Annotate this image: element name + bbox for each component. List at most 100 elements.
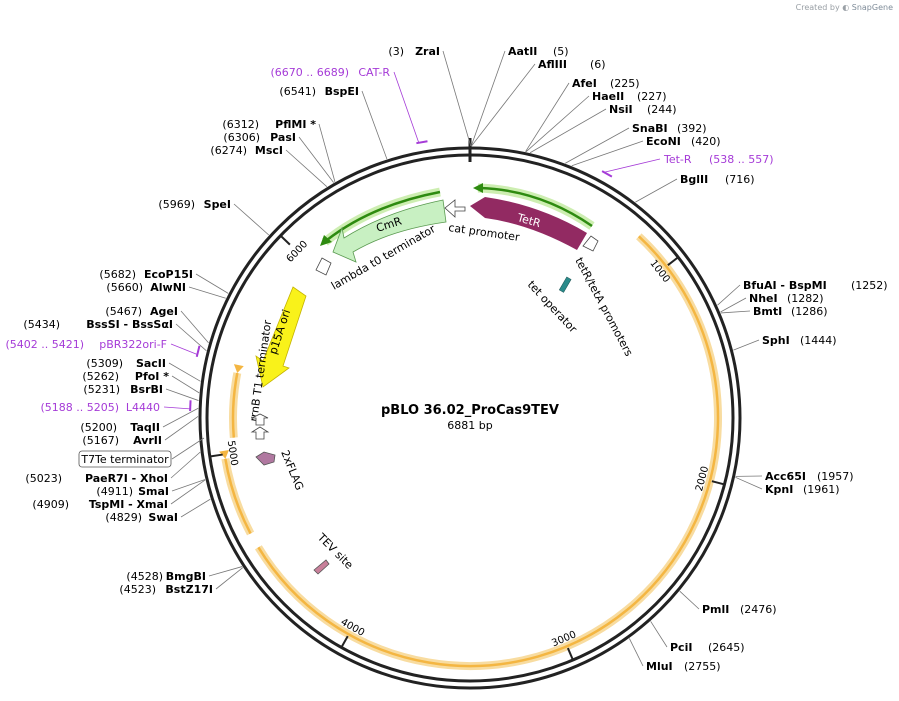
site-bsrbi: BsrBI (5231): [83, 383, 199, 401]
site-swai: SwaI(4829): [105, 498, 211, 524]
site-spei: SpeI(5969): [158, 198, 270, 236]
primer-name: L4440: [126, 401, 160, 414]
site-position: (244): [647, 103, 677, 116]
tet-operator-label: tet operator: [525, 278, 580, 336]
site-smai: SmaI (4911): [96, 479, 206, 498]
site-name: AfeI: [572, 77, 597, 90]
site-name: PflMI *: [275, 118, 316, 131]
site-position: (2755): [684, 660, 721, 673]
site-position: (5660): [106, 281, 143, 294]
site-avrii: AvrII(5167): [82, 416, 199, 447]
site-name: HaeII: [592, 90, 624, 103]
site-afei: AfeI (225): [525, 77, 640, 152]
site-position: (1252): [851, 279, 888, 292]
site-bglii: BglII(716): [635, 173, 755, 203]
site-position: (4528): [126, 570, 163, 583]
orf2-arrowhead: [219, 450, 229, 459]
site-position: (1957): [817, 470, 854, 483]
site-paer7i-xhoi: PaeR7I - XhoI(5023): [25, 451, 201, 485]
plasmid-name: pBLO 36.02_ProCas9TEV: [381, 403, 559, 418]
cat-promoter-label: cat promoter: [448, 221, 521, 244]
site-tspmi-xmai: TspMI - XmaI (4909): [32, 479, 206, 511]
site-name: ZraI: [415, 45, 440, 58]
site-position: (5): [553, 45, 569, 58]
site-name: TaqII: [130, 421, 160, 434]
site-kpni: KpnI (1961): [735, 476, 840, 496]
site-position: (4829): [105, 511, 142, 524]
site-name: SnaBI: [632, 122, 668, 135]
site-position: (6541): [279, 85, 316, 98]
primers: CAT-R (6670 .. 6689) Tet-R(538 .. 557) pBR3…: [5, 66, 773, 414]
site-agei: AgeI(5467): [105, 305, 209, 344]
tick-3000: [566, 647, 574, 661]
site-name: NsiI: [609, 103, 633, 116]
site-name: BmtI: [753, 305, 782, 318]
tet-promoters-arrow: [582, 235, 599, 252]
site-ecop15i: EcoP15I(5682): [99, 268, 229, 294]
site-name: PmlI: [702, 603, 729, 616]
site-position: (6306): [223, 131, 260, 144]
site-position: (5434): [23, 318, 60, 331]
site-name: SmaI: [138, 485, 169, 498]
site-pfoi-: PfoI *(5262): [82, 370, 200, 394]
primer-l4440: L4440 (5188 .. 5205): [40, 400, 192, 414]
site-acc65i: Acc65I(1957): [735, 470, 854, 483]
primer-range: (6670 .. 6689): [270, 66, 349, 79]
site-position: (4909): [32, 498, 69, 511]
site-name: KpnI: [765, 483, 793, 496]
site-position: (420): [691, 135, 721, 148]
site-name: BstZ17I: [165, 583, 213, 596]
flag-tag-label: 2xFLAG: [278, 448, 306, 492]
site-position: (6274): [210, 144, 247, 157]
cat-promoter-arrow: [444, 199, 466, 218]
site-name: MluI: [646, 660, 673, 673]
site-name: EcoP15I: [144, 268, 193, 281]
primer-range: (5188 .. 5205): [40, 401, 119, 414]
primer-name: CAT-R: [358, 66, 390, 79]
site-nhei: NheI (1282): [720, 292, 824, 313]
site-position: (1282): [787, 292, 824, 305]
site-afliii: AflIII(6): [471, 58, 606, 147]
tet-promoters-label: tetR/tetA promoters: [572, 255, 635, 358]
site-name: BglII: [680, 173, 708, 186]
site-position: (1286): [791, 305, 828, 318]
site-name: TspMI - XmaI: [89, 498, 168, 511]
site-sphi: SphI(1444): [733, 334, 837, 351]
site-name: NheI: [749, 292, 778, 305]
site-alwni: AlwNI(5660): [106, 281, 226, 299]
primer-tet-r: Tet-R(538 .. 557): [601, 153, 774, 178]
primer-range: (538 .. 557): [709, 153, 774, 166]
site-name: AgeI: [150, 305, 178, 318]
site-position: (2476): [740, 603, 777, 616]
site-name: AatII: [508, 45, 537, 58]
rrnb-t1-arrow-2: [250, 426, 270, 440]
site-zrai: ZraI (3): [388, 45, 472, 147]
site-name: PfoI *: [135, 370, 169, 383]
site-name: PciI: [670, 641, 692, 654]
site-position: (5231): [83, 383, 120, 396]
site-name: BfuAI - BspMI: [743, 279, 827, 292]
site-name: EcoNI: [646, 135, 681, 148]
t7te-terminator-callout: T7Te terminator: [78, 437, 205, 468]
site-position: (1961): [803, 483, 840, 496]
site-snabi: SnaBI(392): [565, 122, 707, 164]
restriction-sites: ZraI (3) AatII (5)AflIII(6)AfeI (225)HaeII (2…: [23, 45, 887, 673]
site-pflmi-: PflMI *(6312): [222, 118, 336, 183]
site-mlui: MluI (2755): [628, 638, 721, 673]
site-pcii: PciI(2645): [650, 621, 745, 654]
tev-site-mark: [313, 559, 330, 575]
primer-name: pBR322ori-F: [99, 338, 167, 351]
site-name: SacII: [136, 357, 166, 370]
feature-arcs: [219, 233, 722, 670]
site-position: (225): [610, 77, 640, 90]
site-name: BsrBI: [130, 383, 163, 396]
site-sacii: SacII(5309): [86, 357, 201, 382]
site-name: SpeI: [204, 198, 231, 211]
primer-pbr322ori-f: pBR322ori-F(5402 .. 5421): [5, 338, 201, 358]
site-name: BssSI - BssSαI: [86, 318, 173, 331]
site-position: (3): [388, 45, 404, 58]
tetr-arrow: [470, 197, 587, 250]
site-position: (4911): [96, 485, 133, 498]
orf3-arc: [231, 372, 239, 438]
tet-region-arrow: [479, 186, 593, 228]
